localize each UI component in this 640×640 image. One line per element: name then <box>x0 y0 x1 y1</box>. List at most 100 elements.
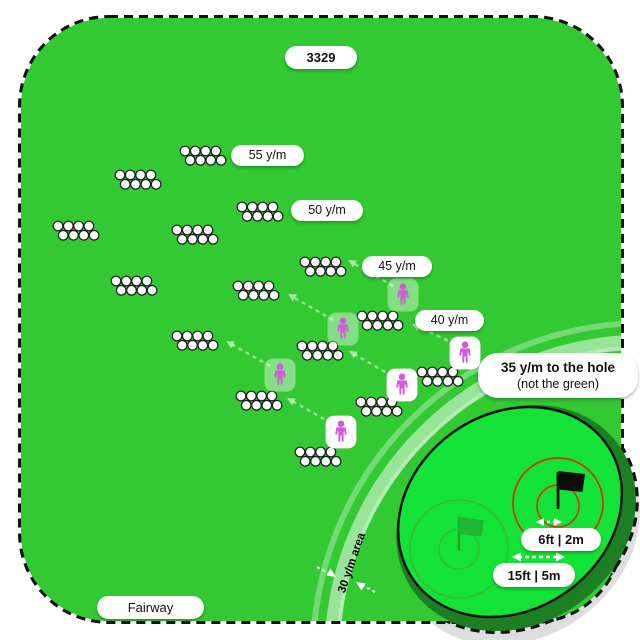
golf-ball <box>317 340 329 352</box>
ball-cluster <box>171 330 219 351</box>
golf-ball <box>304 446 316 458</box>
golf-ball <box>315 265 326 277</box>
golf-ball <box>110 275 122 287</box>
golf-ball <box>437 366 449 378</box>
golf-ball <box>299 256 311 268</box>
golf-ball <box>135 169 147 181</box>
golf-ball <box>248 289 259 301</box>
person-icon <box>399 283 407 291</box>
golf-ball <box>268 289 280 301</box>
person-icon <box>337 420 345 428</box>
golf-ball <box>315 446 327 458</box>
golf-ball <box>416 366 428 378</box>
ball-cluster <box>114 169 162 190</box>
golf-ball <box>266 390 278 402</box>
golf-ball <box>237 289 249 301</box>
golf-ball <box>377 310 389 322</box>
player-icon <box>327 312 359 346</box>
golf-ball <box>246 201 258 213</box>
ball-cluster <box>52 220 100 241</box>
fairway-label: Fairway <box>97 596 204 619</box>
golf-ball <box>330 256 342 268</box>
hole-distance-note-line1: 35 y/m to the hole <box>500 360 616 375</box>
golf-ball <box>197 339 209 351</box>
golf-ball <box>181 224 193 236</box>
ball-cluster <box>355 396 403 417</box>
hole-distance-note-line2: (not the green) <box>517 376 599 391</box>
golf-ball <box>210 145 222 157</box>
distance-label-45: 45 y/m <box>362 256 432 277</box>
golf-ball <box>62 220 74 232</box>
golf-ball <box>120 275 132 287</box>
golf-ball <box>136 284 148 296</box>
golf-ball <box>452 375 464 387</box>
golf-ball <box>391 405 403 417</box>
practice-arrow <box>288 294 334 321</box>
hole-distance-note: 35 y/m to the hole (not the green) <box>478 353 638 398</box>
player-icon <box>387 278 419 312</box>
golf-ball <box>332 349 344 361</box>
course-number-badge: 3329 <box>285 46 357 69</box>
golf-ball <box>309 256 321 268</box>
golf-ball <box>192 330 204 342</box>
golf-ball <box>426 366 438 378</box>
golf-ball <box>355 396 367 408</box>
golf-ball <box>202 224 214 236</box>
golf-ball <box>57 229 69 241</box>
golf-ball <box>131 275 143 287</box>
practice-arrow <box>287 398 332 424</box>
golf-ball <box>251 399 262 411</box>
golf-ball <box>236 201 248 213</box>
person-icon <box>339 317 347 325</box>
golf-ball <box>114 169 126 181</box>
ball-cluster <box>110 275 158 296</box>
ball-cluster <box>179 145 227 166</box>
golf-ball <box>263 280 275 292</box>
golf-ball <box>202 330 214 342</box>
practice-arrow <box>226 341 271 367</box>
golf-ball <box>258 289 270 301</box>
ball-cluster <box>299 256 347 277</box>
person-icon-body <box>274 370 286 385</box>
golf-ball <box>187 233 198 245</box>
ball-cluster <box>235 390 283 411</box>
band-width-arrows <box>316 566 376 593</box>
player-icon <box>264 358 296 392</box>
golf-ball <box>241 210 253 222</box>
golf-ball <box>245 390 257 402</box>
golf-ball <box>327 340 339 352</box>
golf-ball <box>382 319 394 331</box>
player-icon <box>386 368 418 402</box>
golf-ball <box>387 310 399 322</box>
person-icon-body <box>397 290 409 305</box>
distance-label-40: 40 y/m <box>415 310 484 331</box>
golf-ball <box>205 154 217 166</box>
golf-ball <box>179 145 191 157</box>
golf-ball <box>442 375 454 387</box>
ghost-flag-icon <box>459 517 484 537</box>
golf-ball <box>73 220 84 232</box>
golf-ball <box>88 229 100 241</box>
golf-ball <box>200 145 212 157</box>
golf-ball <box>252 210 263 222</box>
golf-ball <box>145 169 157 181</box>
golf-ball <box>130 178 141 190</box>
golf-ball <box>195 154 206 166</box>
golf-ball <box>253 280 265 292</box>
golf-ball <box>176 339 188 351</box>
golf-ball <box>171 330 183 342</box>
golf-ball <box>52 220 64 232</box>
golf-ball <box>271 399 283 411</box>
golf-ball <box>124 169 136 181</box>
inner-circle-measurement-label: 6ft | 2m <box>521 528 601 551</box>
golf-ball <box>372 319 383 331</box>
person-icon <box>398 373 406 381</box>
golf-ball <box>187 339 198 351</box>
golf-ball <box>381 405 393 417</box>
golf-ball <box>78 229 90 241</box>
player-icon <box>325 415 357 449</box>
person-icon-body <box>337 324 349 339</box>
hole-spacing-measurement-label: 15ft | 5m <box>493 563 575 587</box>
golf-ball <box>361 319 373 331</box>
